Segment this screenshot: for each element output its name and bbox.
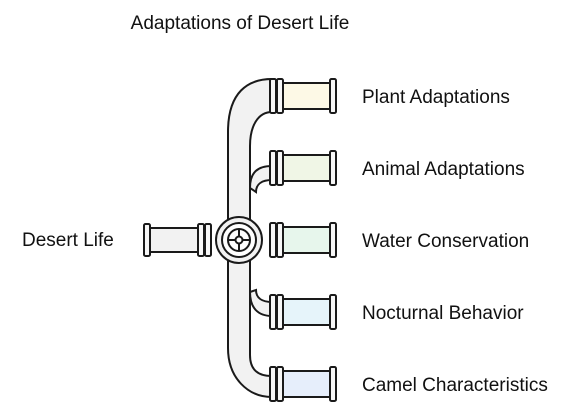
source-flange-b bbox=[204, 223, 212, 257]
branch-pipe-water-conservation bbox=[269, 222, 337, 258]
branch-flange-outer bbox=[329, 78, 337, 114]
branch-pipe-animal-adaptations bbox=[269, 150, 337, 186]
branch-flange-inner-a bbox=[269, 78, 277, 114]
branch-pipe-camel-characteristics bbox=[269, 366, 337, 402]
branch-flange-inner-a bbox=[269, 294, 277, 330]
branch-label-camel-characteristics: Camel Characteristics bbox=[362, 375, 548, 396]
diagram-title: Adaptations of Desert Life bbox=[131, 13, 350, 34]
source-cap-left bbox=[143, 223, 151, 257]
branch-flange-inner-b bbox=[276, 78, 284, 114]
branch-flange-inner-a bbox=[269, 366, 277, 402]
source-label: Desert Life bbox=[22, 230, 114, 251]
source-flange-a bbox=[197, 223, 205, 257]
branch-flange-outer bbox=[329, 294, 337, 330]
valve-hub bbox=[234, 235, 244, 245]
branch-flange-outer bbox=[329, 366, 337, 402]
branch-pipe-nocturnal-behavior bbox=[269, 294, 337, 330]
branch-pipe-body bbox=[279, 226, 333, 254]
branch-label-plant-adaptations: Plant Adaptations bbox=[362, 87, 510, 108]
branch-pipe-plant-adaptations bbox=[269, 78, 337, 114]
branch-pipe-body bbox=[279, 82, 333, 110]
branch-flange-inner-a bbox=[269, 150, 277, 186]
branch-pipe-body bbox=[279, 154, 333, 182]
branch-pipe-body bbox=[279, 298, 333, 326]
valve-wheel-icon bbox=[215, 216, 263, 264]
branch-label-water-conservation: Water Conservation bbox=[362, 231, 529, 252]
branch-flange-inner-a bbox=[269, 222, 277, 258]
stub-animal bbox=[248, 164, 273, 194]
branch-pipes bbox=[269, 78, 337, 402]
branch-flange-outer bbox=[329, 222, 337, 258]
source-pipe bbox=[143, 223, 212, 257]
branch-flange-outer bbox=[329, 150, 337, 186]
branch-flange-inner-b bbox=[276, 150, 284, 186]
stub-nocturnal bbox=[248, 288, 273, 318]
branch-label-nocturnal-behavior: Nocturnal Behavior bbox=[362, 303, 524, 324]
branch-flange-inner-b bbox=[276, 294, 284, 330]
branch-flange-inner-b bbox=[276, 366, 284, 402]
branch-label-animal-adaptations: Animal Adaptations bbox=[362, 159, 525, 180]
branch-pipe-body bbox=[279, 370, 333, 398]
branch-flange-inner-b bbox=[276, 222, 284, 258]
